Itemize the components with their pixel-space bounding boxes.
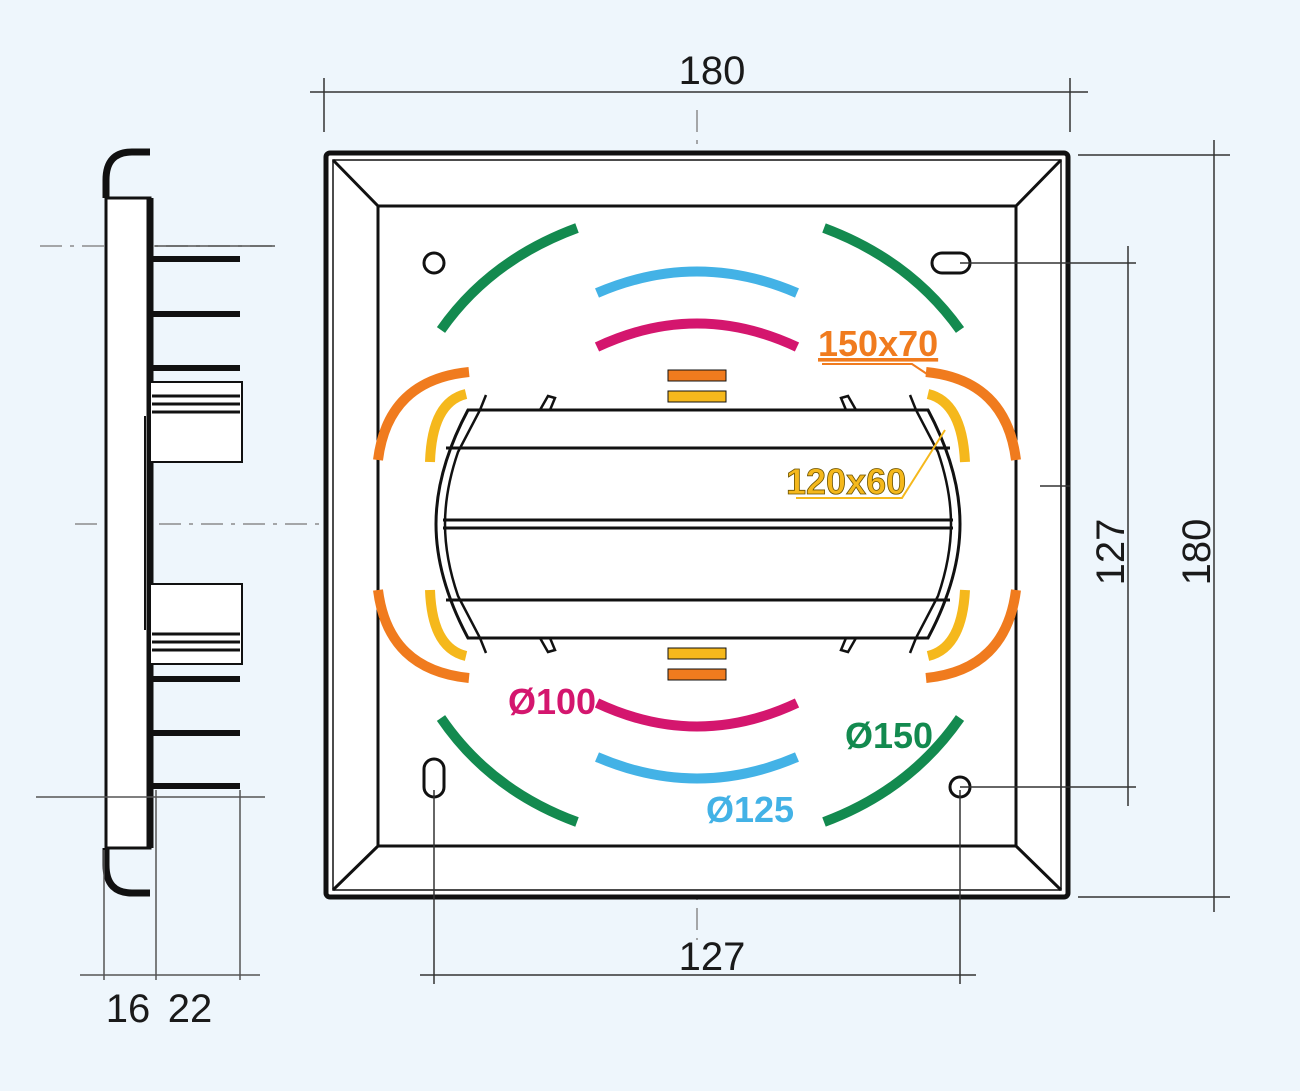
marker-d100-arcs [594,318,800,732]
front-view [323,150,1071,900]
marker-d150-arcs [436,223,965,827]
label-d100: Ø100 [508,681,596,722]
marker-d125-arcs [595,266,799,784]
marker-150x70-arcs [373,367,1021,683]
side-view [36,148,275,980]
side-depth-1-label: 16 [106,987,151,1031]
dimension-lines [310,78,1230,984]
mount-hole-top-left [422,251,446,275]
right-height-label: 180 [1175,519,1219,586]
marker-120x60-arcs [425,389,970,661]
label-120x60: 120x60 [786,461,906,502]
inner-height-label: 127 [1089,519,1133,586]
top-width-label: 180 [679,49,746,93]
label-d125: Ø125 [706,789,794,830]
duct-connector-body [434,394,962,654]
label-150x70: 150x70 [818,323,938,364]
center-bar-marks [667,369,727,681]
bottom-width-label: 127 [679,935,746,979]
label-d150: Ø150 [845,715,933,756]
side-depth-2-label: 22 [168,987,213,1031]
